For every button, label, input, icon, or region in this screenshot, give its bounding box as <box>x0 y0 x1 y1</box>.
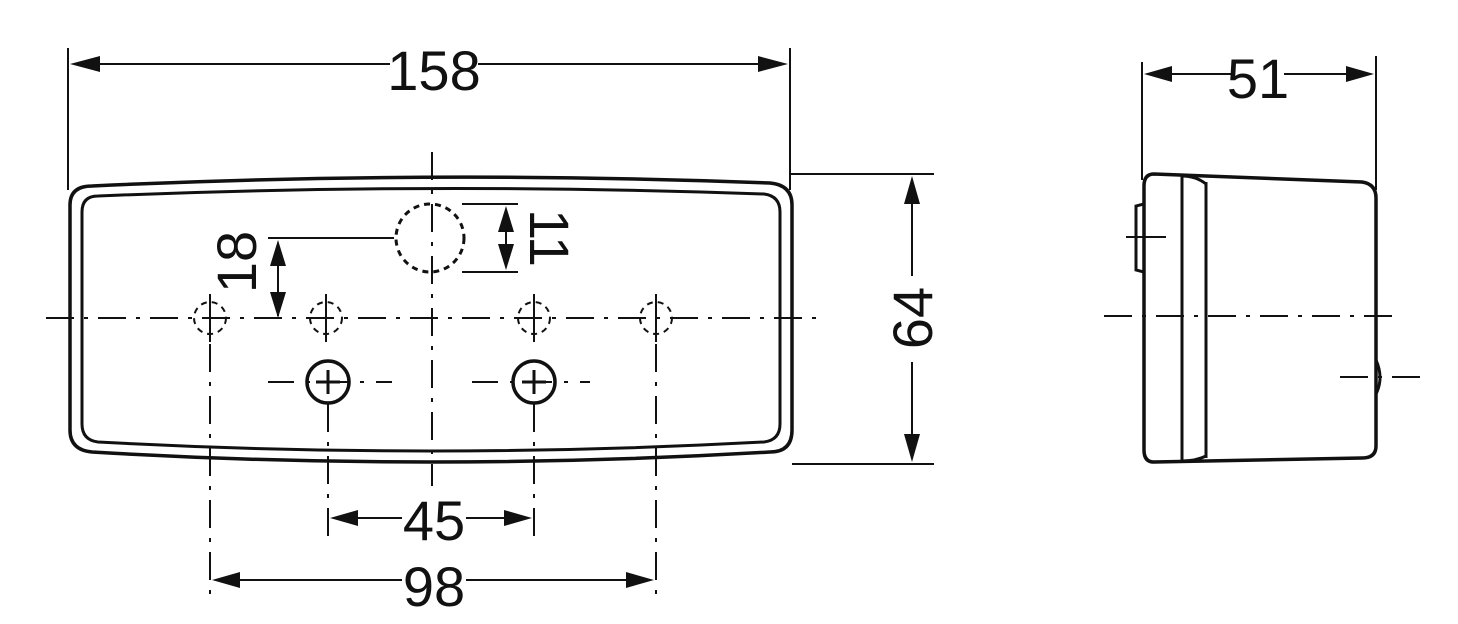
hidden-hole-2 <box>309 294 343 342</box>
side-rim-curve-bottom <box>1181 454 1207 463</box>
dimension-18: 18 <box>205 231 394 318</box>
dimension-label-height: 64 <box>881 287 944 349</box>
housing-outline <box>68 175 794 464</box>
side-view: 51 <box>1104 47 1424 464</box>
dimension-label-width: 158 <box>387 39 480 102</box>
side-housing <box>1142 172 1378 464</box>
hidden-hole-1 <box>193 294 227 342</box>
hidden-hole-top <box>394 202 466 274</box>
screw-hole-right <box>472 359 590 405</box>
screw-holes <box>268 359 590 405</box>
side-rim-curve-top <box>1181 174 1207 186</box>
screw-hole-left <box>268 359 392 405</box>
dimension-label-98: 98 <box>403 555 465 618</box>
dimension-label-depth: 51 <box>1227 47 1289 110</box>
hidden-hole-4 <box>639 294 673 342</box>
dimension-158: 158 <box>70 39 788 102</box>
hidden-holes-row <box>193 294 673 342</box>
front-view: 158 18 11 <box>46 39 944 618</box>
lens-outline <box>80 186 782 453</box>
dimension-label-hole: 11 <box>518 209 581 267</box>
dimension-98: 98 <box>212 555 654 618</box>
dimension-51: 51 <box>1144 47 1374 110</box>
dimension-64: 64 <box>790 173 944 465</box>
dimension-45: 45 <box>330 489 532 552</box>
dimension-label-45: 45 <box>403 489 465 552</box>
dimension-11: 11 <box>462 203 581 273</box>
hidden-hole-3 <box>517 294 551 342</box>
dimension-label-offset: 18 <box>205 231 268 293</box>
